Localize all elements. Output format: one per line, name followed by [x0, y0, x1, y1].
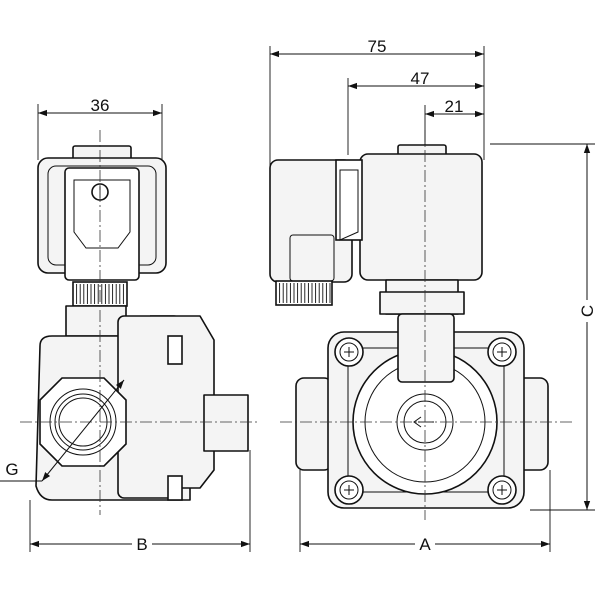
front-port-left — [295, 377, 333, 471]
front-view — [269, 130, 575, 520]
screw-bottom-right-icon — [487, 475, 517, 505]
side-coil — [37, 145, 167, 281]
dim-21-label: 21 — [445, 97, 464, 116]
side-stem — [65, 305, 127, 337]
dim-47-label: 47 — [411, 69, 430, 88]
front-knurled-plug — [275, 280, 333, 306]
dim-b-label: B — [136, 535, 147, 554]
screw-bottom-left-icon — [334, 475, 364, 505]
front-coil — [269, 144, 483, 283]
dim-36-label: 36 — [91, 96, 110, 115]
dim-c-label: C — [578, 305, 597, 317]
screw-top-right-icon — [487, 337, 517, 367]
dim-g-label: G — [5, 460, 18, 479]
dimension-lines: 75 47 21 36 G B A C — [0, 37, 597, 554]
side-view — [20, 130, 260, 515]
dim-a-label: A — [419, 535, 431, 554]
dim-75-label: 75 — [368, 37, 387, 56]
screw-top-left-icon — [334, 337, 364, 367]
